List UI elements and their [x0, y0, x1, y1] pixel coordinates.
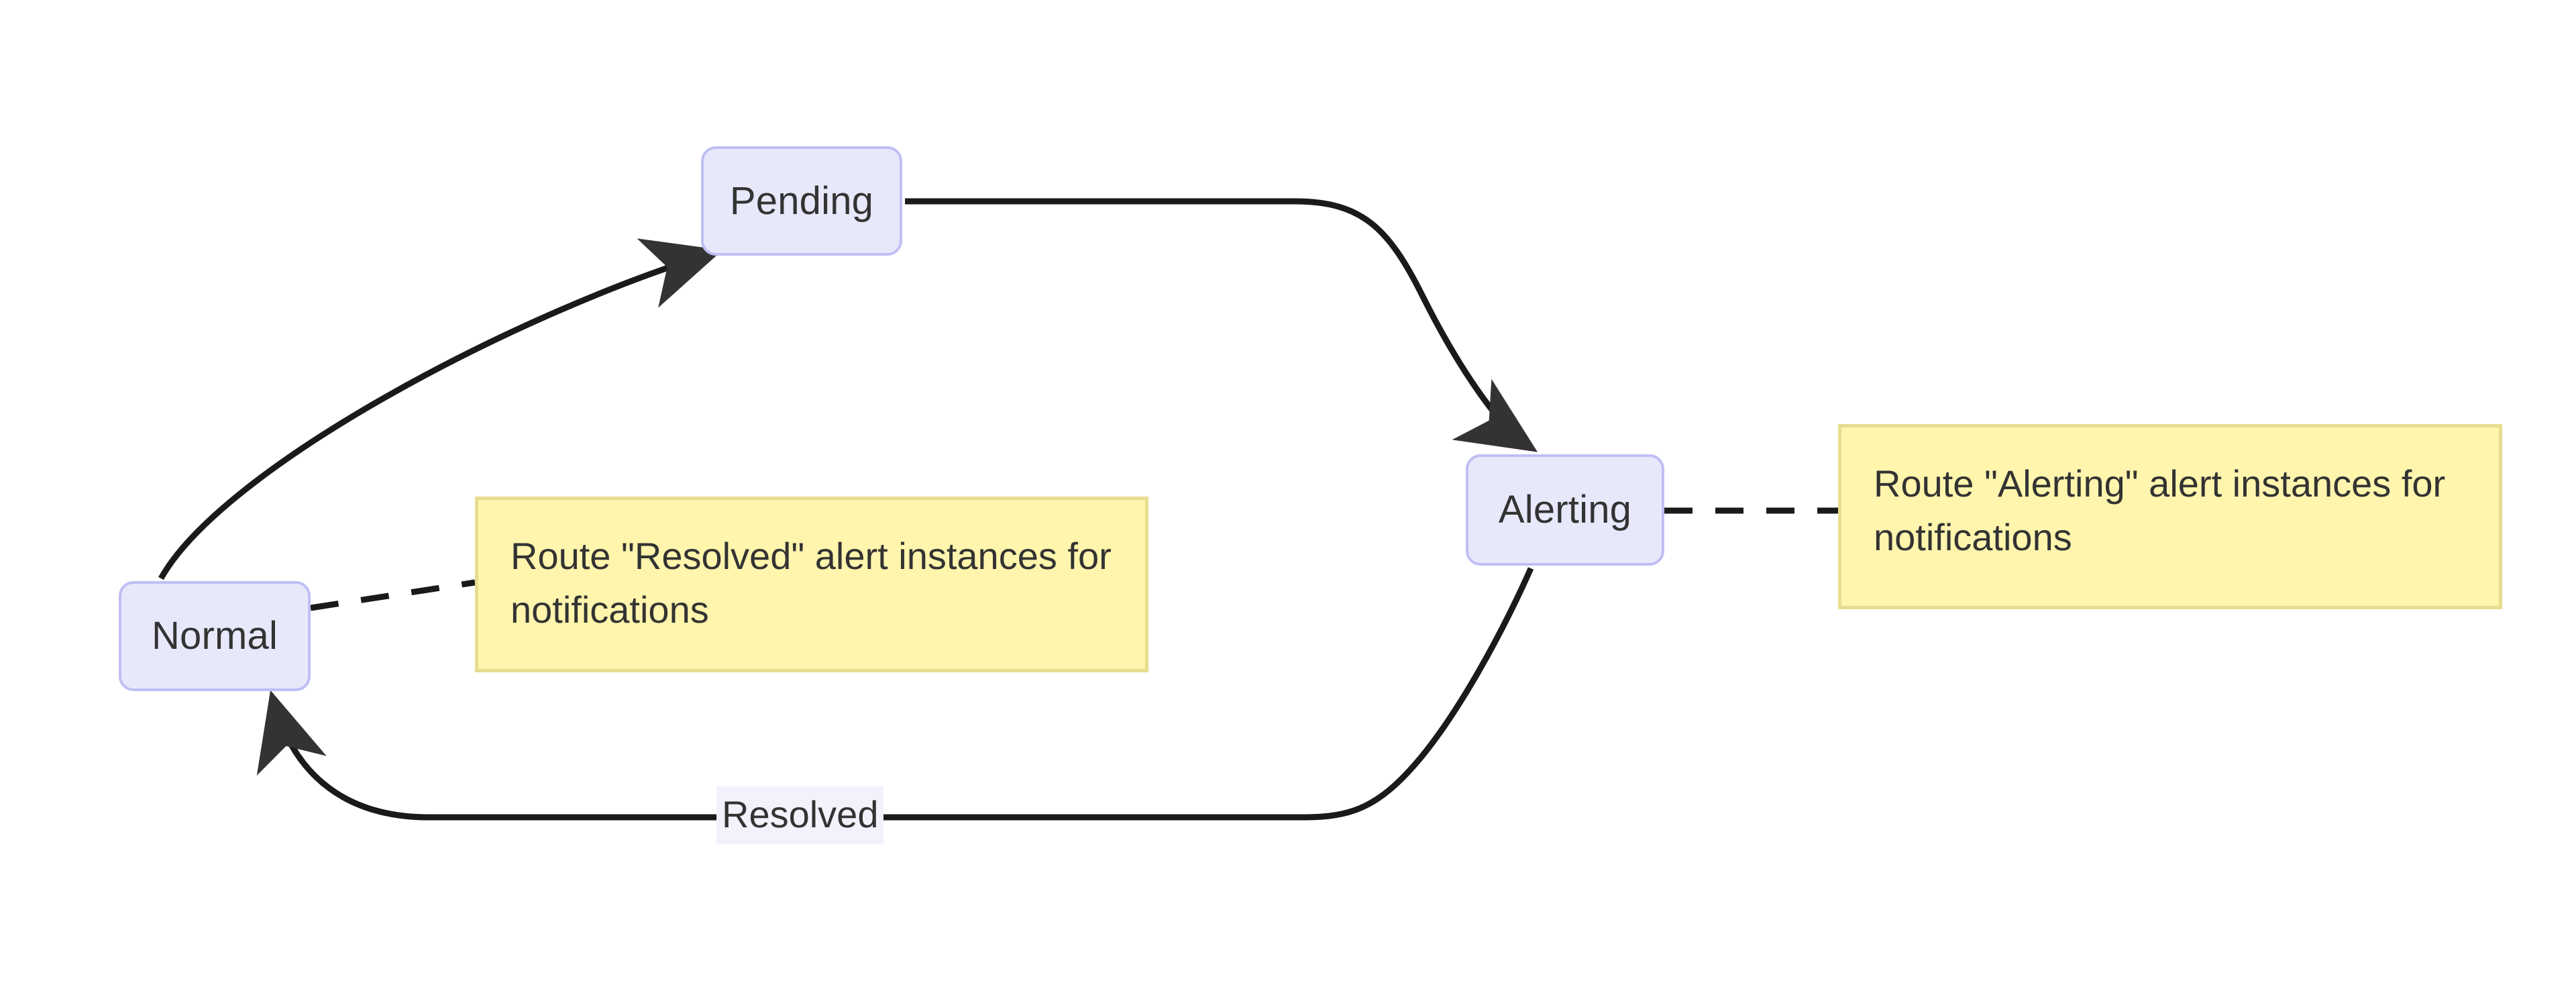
state-node-normal[interactable]: Normal — [119, 581, 311, 691]
state-node-alerting-label: Alerting — [1498, 488, 1632, 531]
state-node-pending[interactable]: Pending — [701, 146, 902, 256]
note-resolved: Route "Resolved" alert instances for not… — [475, 497, 1148, 672]
edge-pending-to-alerting — [905, 198, 1538, 452]
note-resolved-text: Route "Resolved" alert instances for not… — [511, 535, 1112, 631]
edge-normal-to-pending — [158, 238, 723, 580]
edge-label-resolved-text: Resolved — [722, 793, 879, 835]
state-node-pending-label: Pending — [729, 178, 874, 223]
state-node-alerting[interactable]: Alerting — [1466, 454, 1664, 566]
note-alerting-text: Route "Alerting" alert instances for not… — [1874, 462, 2446, 558]
edge-normal-to-note-resolved — [310, 579, 476, 611]
edge-label-resolved: Resolved — [716, 786, 884, 844]
note-alerting: Route "Alerting" alert instances for not… — [1838, 424, 2502, 609]
edge-alerting-to-normal — [256, 567, 1534, 821]
state-node-normal-label: Normal — [151, 614, 278, 658]
